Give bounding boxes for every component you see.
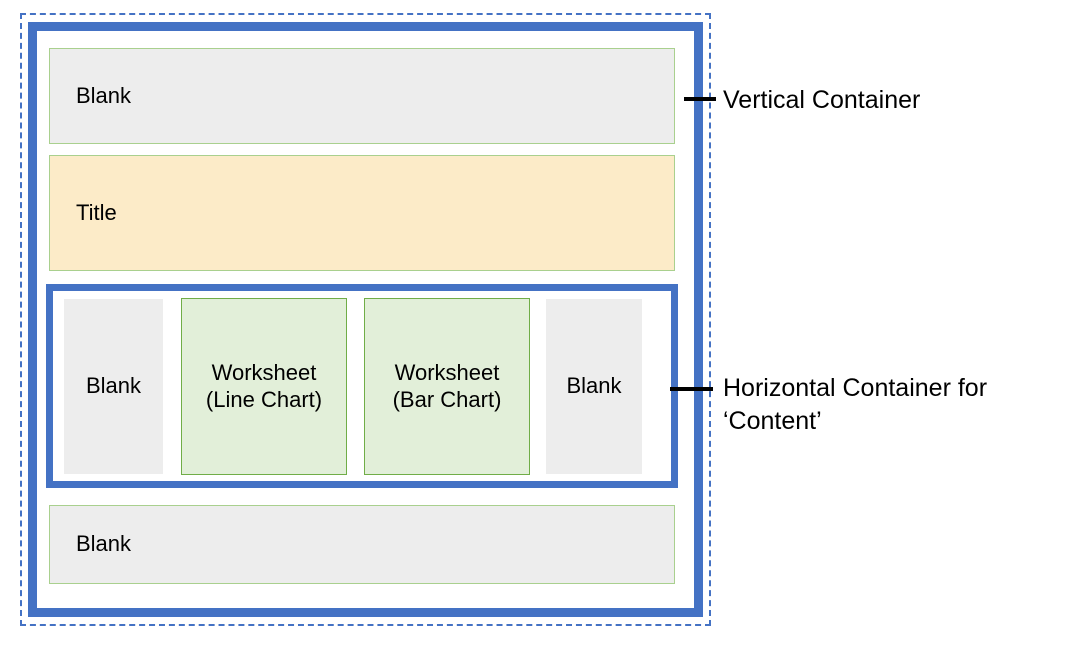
row-blank-bottom-label: Blank [76, 531, 132, 557]
row-blank-top: Blank [49, 48, 675, 144]
cell-blank-left: Blank [64, 299, 163, 474]
annotation-vertical-container: Vertical Container [723, 86, 921, 114]
row-blank-top-label: Blank [76, 82, 132, 108]
cell-blank-left-label: Blank [85, 373, 142, 399]
annotation-horizontal-container: Horizontal Container for ‘Content’ [723, 374, 988, 435]
row-blank-bottom: Blank [49, 505, 675, 584]
row-title-label: Title [76, 199, 117, 225]
cell-worksheet-bar-chart: Worksheet (Bar Chart) [364, 298, 530, 475]
cell-worksheet-bar-chart-label: Worksheet (Bar Chart) [392, 360, 502, 412]
row-title: Title [49, 155, 675, 271]
cell-blank-right: Blank [546, 299, 642, 474]
leader-line-vertical-container [684, 97, 716, 101]
cell-worksheet-line-chart-label: Worksheet (Line Chart) [205, 360, 323, 412]
leader-line-horizontal-container [670, 387, 713, 391]
cell-worksheet-line-chart: Worksheet (Line Chart) [181, 298, 347, 475]
cell-blank-right-label: Blank [566, 373, 622, 399]
root-dashed-boundary [20, 13, 711, 626]
